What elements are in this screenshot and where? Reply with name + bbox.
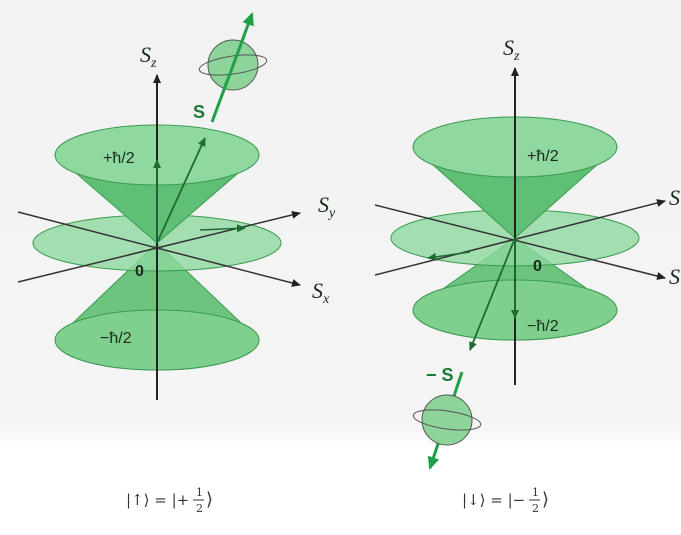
left-spin-up-diagram: Sz Sy Sx +ħ/2 −ħ/2 0 S |↑⟩ = |+ 1 2 ⟩ <box>17 12 336 515</box>
left-state-equation: |↑⟩ = |+ 1 2 ⟩ <box>126 486 213 515</box>
left-plus-hbar-label: +ħ/2 <box>103 150 135 167</box>
svg-text:1: 1 <box>532 486 539 499</box>
right-origin-label: 0 <box>533 258 542 275</box>
right-spin-vector <box>469 237 516 351</box>
svg-text:⟩: ⟩ <box>206 489 213 510</box>
svg-text:2: 2 <box>532 502 539 515</box>
right-spin-down-diagram: Sz S S +ħ/2 −ħ/2 0 − S |↓⟩ = |− 1 2 ⟩ <box>374 35 680 515</box>
left-spinning-particle <box>198 35 268 96</box>
right-minus-hbar-label: −ħ/2 <box>527 318 559 335</box>
svg-text:2: 2 <box>196 502 203 515</box>
left-axis-x-label: Sx <box>312 278 330 307</box>
left-y-axis <box>17 211 301 283</box>
right-precession-arrow <box>427 251 471 261</box>
left-precession-arrow <box>199 224 246 233</box>
svg-text:⟩: ⟩ <box>542 489 549 510</box>
svg-text:1: 1 <box>196 486 203 499</box>
left-axis-z-label: Sz <box>140 42 157 71</box>
right-axis-z-label: Sz <box>503 35 520 64</box>
svg-text:|↓⟩ = |−: |↓⟩ = |− <box>462 491 525 509</box>
right-spin-label: − S <box>426 365 454 385</box>
svg-text:|↑⟩ = |+: |↑⟩ = |+ <box>126 491 189 509</box>
right-y-axis <box>374 199 666 276</box>
left-axis-y-label: Sy <box>318 192 336 221</box>
left-spin-label: S <box>193 102 205 122</box>
left-origin-label: 0 <box>135 263 144 280</box>
right-plus-hbar-label: +ħ/2 <box>527 148 559 165</box>
left-minus-hbar-label: −ħ/2 <box>100 330 132 347</box>
right-state-equation: |↓⟩ = |− 1 2 ⟩ <box>462 486 549 515</box>
right-spinning-particle <box>412 394 482 446</box>
right-x-axis <box>374 204 666 280</box>
right-axis-x-label: S <box>669 264 680 289</box>
right-axis-y-label: S <box>669 185 680 210</box>
left-x-axis <box>17 211 301 287</box>
left-spin-vector <box>156 137 206 244</box>
